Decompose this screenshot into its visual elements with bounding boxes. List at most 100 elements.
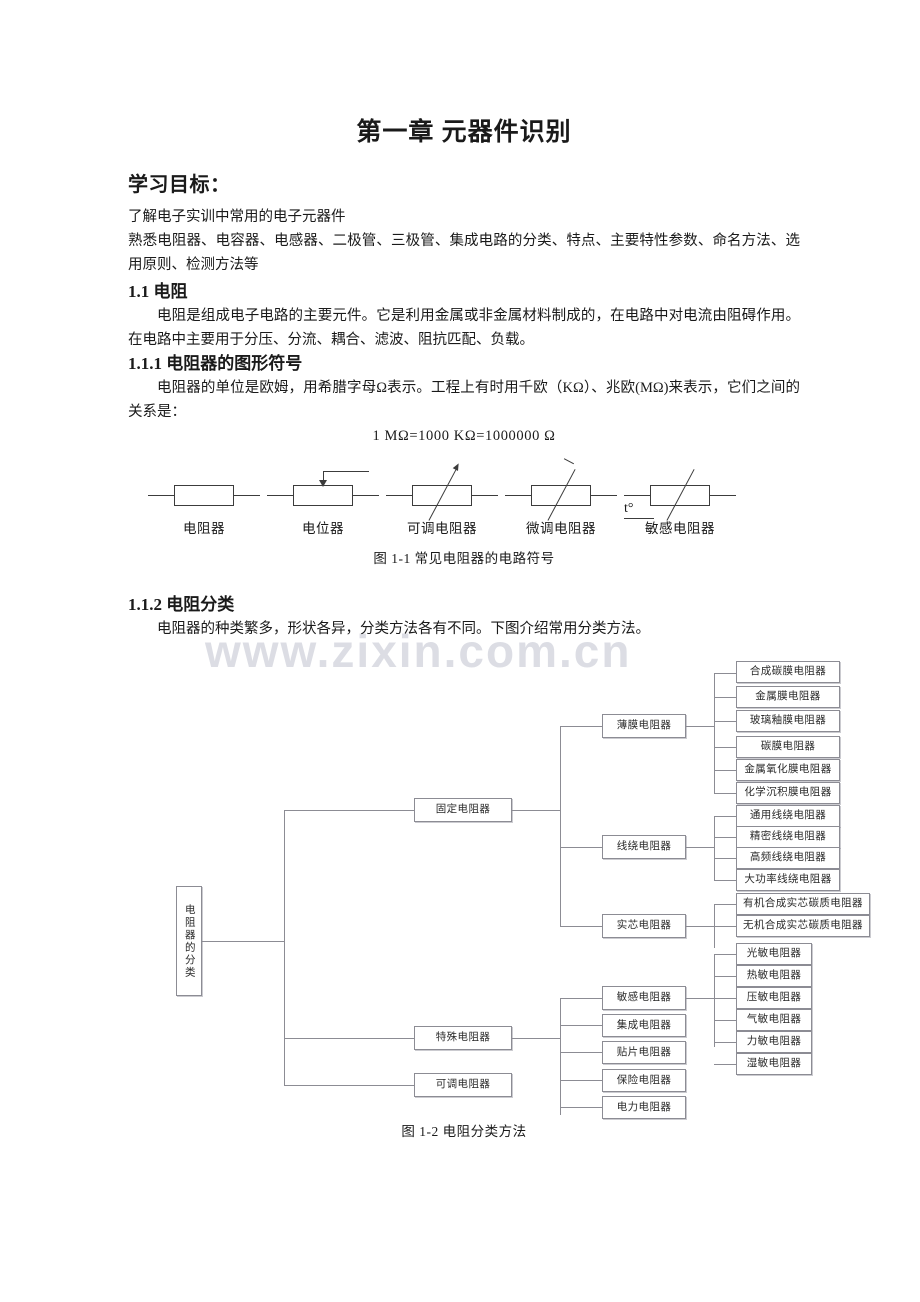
tree-leaf-film-0: 合成碳膜电阻器 — [736, 661, 840, 683]
chapter-title: 第一章 元器件识别 — [356, 119, 572, 146]
figure-1-2-tree: 电阻器的分类 固定电阻器 特殊电阻器 可调电阻器 薄膜电阻器 线绕电阻器 实芯电… — [128, 655, 870, 1125]
connector-fixed-out — [512, 810, 560, 811]
tree-leaf-wirewound-3: 大功率线绕电阻器 — [736, 869, 840, 891]
temperature-underline — [624, 518, 654, 519]
connector-power — [560, 1107, 602, 1108]
connector-l1-special — [284, 1038, 414, 1039]
connector-spine-wirewound — [714, 816, 715, 880]
tree-leaf-film-4: 金属氧化膜电阻器 — [736, 759, 840, 781]
goals-line-2: 熟悉电阻器、电容器、电感器、二极管、三极管、集成电路的分类、特点、主要特性参数、… — [128, 233, 800, 273]
goals-line-1: 了解电子实训中常用的电子元器件 — [128, 209, 346, 225]
connector-leaf — [714, 904, 736, 905]
heading-1-1-2: 1.1.2 电阻分类 — [128, 595, 235, 614]
heading-1-1-1: 1.1.1 电阻器的图形符号 — [128, 354, 303, 373]
connector-integrated — [560, 1025, 602, 1026]
tree-node-smd-resistor: 贴片电阻器 — [602, 1041, 686, 1064]
paragraph-1-1: 电阻是组成电子电路的主要元件。它是利用金属或非金属材料制成的，在电路中对电流由阻… — [128, 308, 800, 348]
symbol-label-2: 可调电阻器 — [407, 521, 477, 536]
figure-1-1-caption: 图 1-1 常见电阻器的电路符号 — [373, 551, 555, 566]
lead-left — [624, 495, 650, 496]
tree-leaf-solid-0: 有机合成实芯碳质电阻器 — [736, 893, 870, 915]
resistance-unit-formula: 1 MΩ=1000 KΩ=1000000 Ω — [372, 428, 556, 444]
connector-smd — [560, 1052, 602, 1053]
lead-left — [267, 495, 293, 496]
wiper-arrow-icon — [319, 480, 327, 487]
paragraph-1-1-2: 电阻器的种类繁多，形状各异，分类方法各有不同。下图介绍常用分类方法。 — [157, 621, 650, 637]
tree-leaf-solid-1: 无机合成实芯碳质电阻器 — [736, 915, 870, 937]
tree-leaf-wirewound-2: 高频线绕电阻器 — [736, 847, 840, 869]
tree-node-special-resistor: 特殊电阻器 — [414, 1026, 512, 1050]
lead-right — [472, 495, 498, 496]
connector-leaf — [714, 954, 736, 955]
lead-right — [234, 495, 260, 496]
connector-spine-fixed — [560, 726, 561, 926]
tree-node-solid-resistor: 实芯电阻器 — [602, 914, 686, 938]
resistor-symbol — [146, 467, 262, 523]
connector-root — [202, 941, 284, 942]
tree-leaf-sensitive-3: 气敏电阻器 — [736, 1009, 812, 1031]
connector-wirewound — [560, 847, 602, 848]
paragraph-1-1-1: 电阻器的单位是欧姆，用希腊字母Ω表示。工程上有时用千欧（KΩ）、兆欧(MΩ)来表… — [128, 380, 800, 420]
tree-leaf-wirewound-1: 精密线绕电阻器 — [736, 826, 840, 848]
resistor-body — [174, 485, 234, 506]
connector-leaf — [714, 721, 736, 722]
symbol-label-0: 电阻器 — [183, 521, 225, 536]
wiper-lead — [323, 471, 369, 472]
tree-node-sensitive-resistor: 敏感电阻器 — [602, 986, 686, 1010]
connector-l1-fixed — [284, 810, 414, 811]
connector-leaf — [714, 793, 736, 794]
tree-node-root: 电阻器的分类 — [176, 886, 202, 996]
connector-film-out — [686, 726, 714, 727]
tree-node-film-resistor: 薄膜电阻器 — [602, 714, 686, 738]
connector-leaf — [714, 770, 736, 771]
tree-node-fuse-resistor: 保险电阻器 — [602, 1069, 686, 1092]
potentiometer-symbol — [265, 467, 381, 523]
connector-leaf — [714, 1020, 736, 1021]
connector-wirewound-out — [686, 847, 714, 848]
lead-right — [353, 495, 379, 496]
tree-leaf-film-3: 碳膜电阻器 — [736, 736, 840, 758]
connector-leaf — [714, 837, 736, 838]
lead-left — [505, 495, 531, 496]
trim-tick-icon — [563, 458, 575, 465]
symbol-label-3: 微调电阻器 — [526, 521, 596, 536]
tree-leaf-sensitive-2: 压敏电阻器 — [736, 987, 812, 1009]
tree-node-wirewound-resistor: 线绕电阻器 — [602, 835, 686, 859]
tree-leaf-sensitive-4: 力敏电阻器 — [736, 1031, 812, 1053]
resistor-body — [293, 485, 353, 506]
connector-leaf — [714, 858, 736, 859]
lead-right — [710, 495, 736, 496]
tree-node-integrated-resistor: 集成电阻器 — [602, 1014, 686, 1037]
tree-node-power-resistor: 电力电阻器 — [602, 1096, 686, 1119]
connector-leaf — [714, 998, 736, 999]
connector-sensitive — [560, 998, 602, 999]
connector-solid-out — [686, 926, 714, 927]
connector-spine-special — [560, 998, 561, 1115]
connector-sensitive-out — [686, 998, 714, 999]
figure-1-2-caption: 图 1-2 电阻分类方法 — [401, 1124, 527, 1139]
lead-left — [148, 495, 174, 496]
tree-leaf-sensitive-0: 光敏电阻器 — [736, 943, 812, 965]
connector-spine-sensitive — [714, 954, 715, 1047]
symbol-label-1: 电位器 — [302, 521, 344, 536]
connector-spine-main — [284, 810, 285, 1085]
lead-right — [591, 495, 617, 496]
tree-leaf-film-5: 化学沉积膜电阻器 — [736, 782, 840, 804]
wiper-stem — [323, 471, 324, 485]
connector-spine-film — [714, 673, 715, 793]
connector-fuse — [560, 1080, 602, 1081]
tree-node-adjustable-resistor: 可调电阻器 — [414, 1073, 512, 1097]
trimmer-resistor-symbol — [503, 458, 619, 523]
connector-leaf — [714, 697, 736, 698]
tree-leaf-film-1: 金属膜电阻器 — [736, 686, 840, 708]
connector-leaf — [714, 816, 736, 817]
tree-leaf-sensitive-1: 热敏电阻器 — [736, 965, 812, 987]
connector-leaf — [714, 673, 736, 674]
connector-film — [560, 726, 602, 727]
tree-leaf-sensitive-5: 湿敏电阻器 — [736, 1053, 812, 1075]
connector-leaf — [714, 976, 736, 977]
lead-left — [386, 495, 412, 496]
tree-node-fixed-resistor: 固定电阻器 — [414, 798, 512, 822]
symbol-label-4: 敏感电阻器 — [645, 521, 715, 536]
